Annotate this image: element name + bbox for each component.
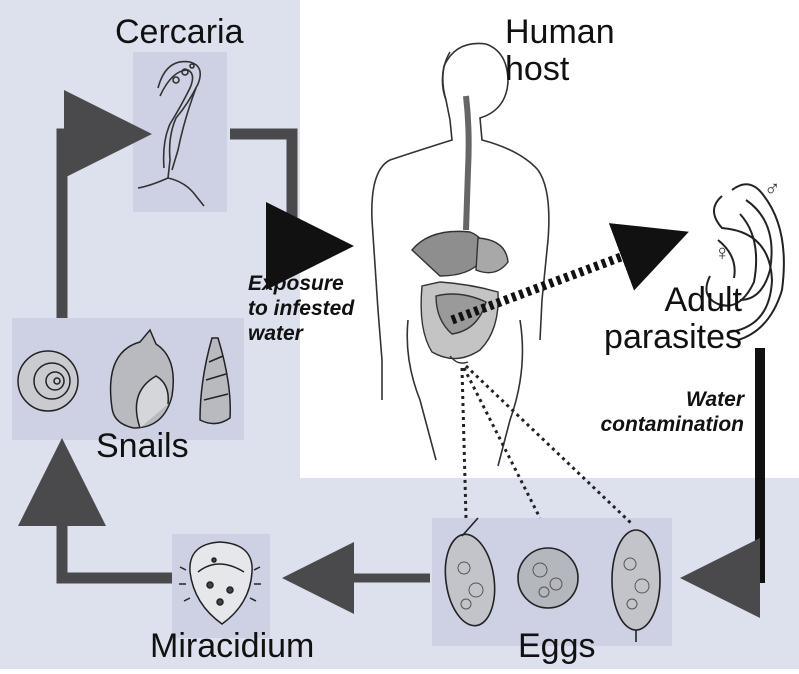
miracidium-label: Miracidium xyxy=(150,628,314,665)
cercaria-box xyxy=(133,52,227,212)
male-symbol: ♂ xyxy=(764,176,781,202)
adult-parasites-label: Adult parasites xyxy=(604,282,742,355)
human-host-label: Human host xyxy=(505,14,615,87)
snails-label: Snails xyxy=(96,428,189,465)
cercaria-label: Cercaria xyxy=(115,14,243,51)
digestive-organs xyxy=(412,231,508,363)
female-symbol: ♀ xyxy=(714,240,731,266)
water-contamination-label: Water contamination xyxy=(556,388,744,438)
exposure-label: Exposure to infested water xyxy=(248,272,354,346)
eggs-label: Eggs xyxy=(518,628,596,665)
esophagus xyxy=(466,96,469,230)
